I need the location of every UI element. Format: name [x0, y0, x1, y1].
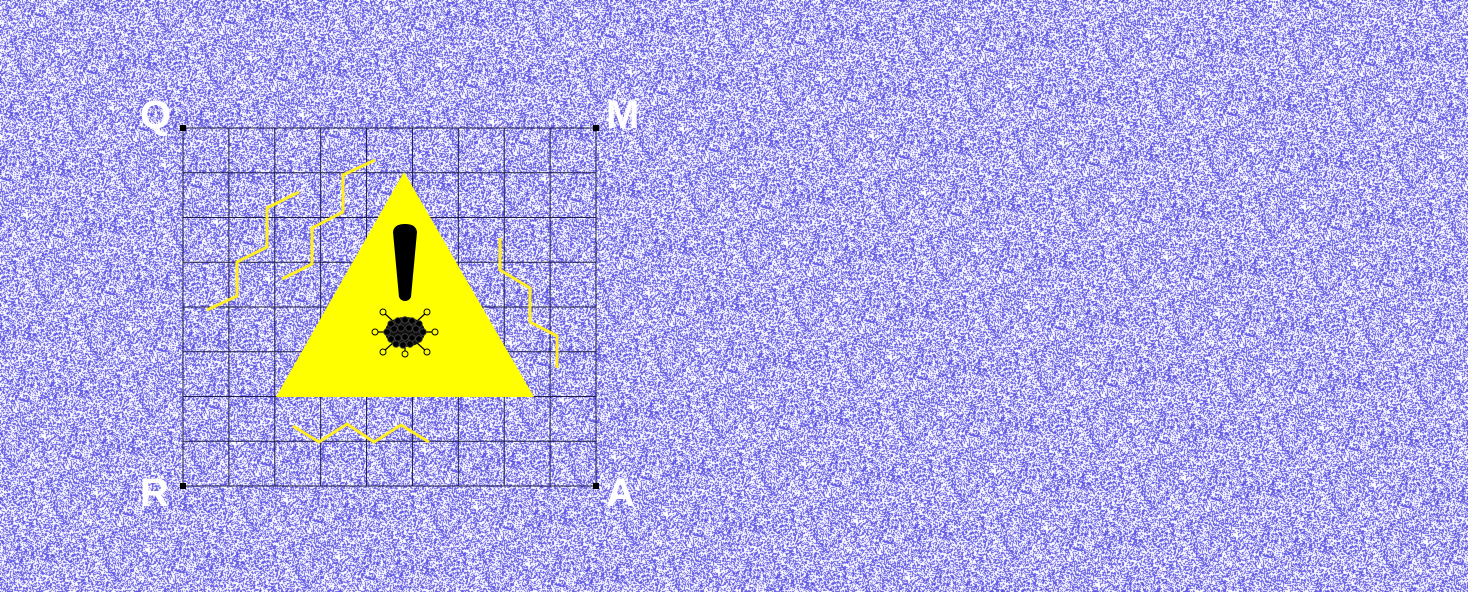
corner-marker-top-right [593, 125, 599, 131]
hazard-spike-knob [401, 350, 409, 358]
hazard-cell [406, 340, 414, 348]
hazard-cell [390, 325, 398, 333]
hazard-cell [387, 335, 395, 343]
zigzag-line-3 [498, 238, 559, 368]
hazard-cell [383, 328, 391, 336]
hazard-cell [408, 334, 416, 342]
hazard-spike-knob [423, 348, 431, 356]
corner-label-top-right: M [606, 93, 639, 137]
hazard-cell [394, 317, 402, 325]
corner-marker-top-left [180, 125, 186, 131]
hazard-cell [405, 324, 413, 332]
hazard-cell [419, 328, 427, 336]
corner-markers [180, 125, 599, 489]
zigzag-line-2 [281, 158, 376, 281]
hazard-cell [415, 335, 423, 343]
hazard-cell [394, 334, 402, 342]
zigzag-line-1 [206, 190, 300, 312]
hazard-cell [401, 333, 409, 341]
corner-marker-bottom-left [180, 483, 186, 489]
hazard-cell [412, 325, 420, 333]
corner-label-bottom-right: A [606, 471, 635, 515]
hazard-spike-knob [379, 308, 387, 316]
hazard-cell [392, 340, 400, 348]
hazard-cell [399, 341, 407, 349]
hazard-spike-knob [431, 328, 439, 336]
hazard-spike-knob [379, 348, 387, 356]
corner-marker-bottom-right [593, 483, 599, 489]
hazard-spike-knob [371, 328, 379, 336]
corner-label-top-left: Q [140, 93, 171, 137]
zigzag-line-4 [292, 422, 430, 444]
zigzag-lines [206, 158, 559, 444]
exclamation-mark-icon [393, 224, 417, 301]
hazard-spike-knob [423, 308, 431, 316]
hazard-cell [397, 324, 405, 332]
hazard-cell [408, 317, 416, 325]
virus-hazard-icon [371, 308, 439, 358]
hazard-cell [401, 316, 409, 324]
corner-label-bottom-left: R [140, 471, 169, 515]
